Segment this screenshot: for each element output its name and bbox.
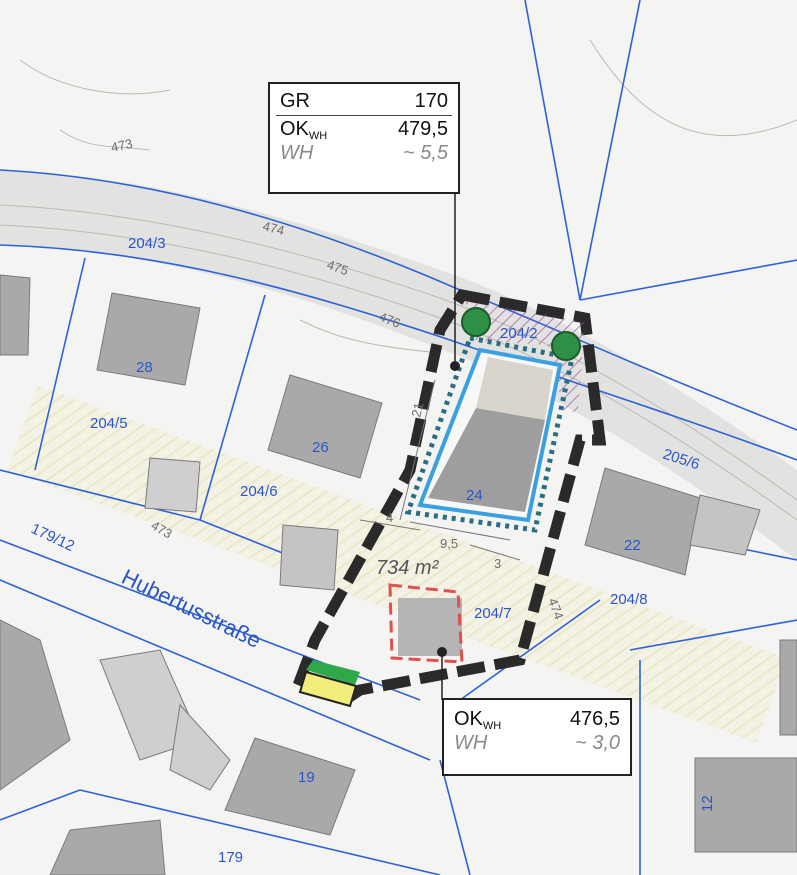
- wh-label: WH: [280, 142, 314, 164]
- house-number: 28: [136, 359, 153, 376]
- building-outline: [279, 524, 339, 591]
- contour-label: 474: [261, 218, 286, 238]
- house-number: 12: [699, 795, 716, 812]
- dimension-label: 4: [386, 510, 393, 525]
- building-left-edge: [0, 274, 31, 356]
- plot-area-label: 734 m²: [376, 557, 440, 579]
- gr-value: 170: [414, 90, 448, 112]
- street-surface: [7, 385, 787, 743]
- leader-dot-bottom: [437, 647, 447, 657]
- entrance-marker-green: [306, 660, 360, 685]
- building-info-top: GR 170 OKWH 479,5 WH ~ 5,5: [268, 82, 460, 194]
- ok-value: 479,5: [397, 118, 448, 140]
- house-number: 19: [298, 769, 315, 786]
- dimension-lines: [359, 379, 521, 561]
- garage-planned: [388, 583, 464, 664]
- wh-value: ~ 3,0: [574, 732, 620, 754]
- building-28: [96, 292, 201, 386]
- dimension-label: 3: [494, 556, 501, 571]
- parcel-label: 179: [218, 849, 243, 866]
- house-number: 24: [466, 487, 483, 504]
- divider: [276, 115, 452, 116]
- building-22-annex: [689, 494, 761, 556]
- building-envelope-line: [404, 335, 575, 533]
- wh-value: ~ 5,5: [402, 142, 448, 164]
- trees: [461, 307, 581, 361]
- building-bottom: [49, 819, 166, 875]
- dimension-label: 9,5: [440, 536, 458, 551]
- wh-label: WH: [454, 732, 488, 754]
- planned-building-roof: [476, 357, 553, 420]
- gr-label: GR: [280, 90, 310, 112]
- parcel-label: 204/8: [610, 591, 648, 608]
- garage-existing: [398, 598, 462, 656]
- terrain-slope-band: [0, 170, 797, 560]
- house-number: 22: [624, 537, 641, 554]
- building-19: [224, 737, 356, 836]
- parcel-label: 204/6: [240, 483, 278, 500]
- parcel-label: 204/3: [128, 235, 166, 252]
- dimension-label: 21: [408, 401, 426, 419]
- planned-building-core: [428, 408, 545, 512]
- building-12: [694, 757, 797, 853]
- building-22: [584, 467, 701, 576]
- ok-value: 476,5: [569, 708, 620, 730]
- contour-label: 473: [110, 136, 134, 155]
- ok-label: OKWH: [454, 708, 502, 732]
- contour-lines: [0, 39, 797, 521]
- building-bottom-left: [0, 619, 71, 791]
- buildings: [0, 274, 797, 875]
- building-right-edge: [779, 639, 797, 736]
- building-shed-2: [169, 703, 231, 791]
- building-small: [144, 457, 201, 513]
- house-number: 26: [312, 439, 329, 456]
- setback-hatch: [465, 300, 585, 415]
- tree-icon: [551, 331, 581, 361]
- entrance-marker-yellow: [298, 670, 358, 708]
- ok-label: OKWH: [280, 118, 328, 142]
- tree-icon: [461, 307, 491, 337]
- parcel-label: 204/5: [90, 415, 128, 432]
- leader-dot-top: [450, 361, 460, 371]
- contour-label: 474: [545, 596, 567, 622]
- contour-label: 475: [325, 257, 351, 279]
- parcel-label: 204/2: [500, 325, 538, 342]
- parcel-label: 204/7: [474, 605, 512, 622]
- building-26: [267, 374, 383, 479]
- building-info-bottom: OKWH 476,5 WH ~ 3,0: [442, 698, 632, 776]
